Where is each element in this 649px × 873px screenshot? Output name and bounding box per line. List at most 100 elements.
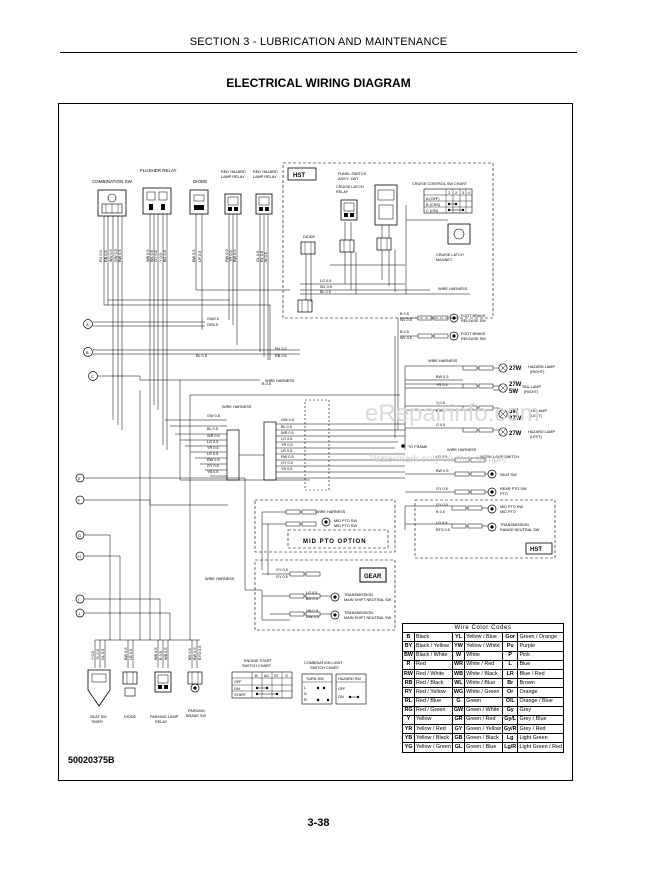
connector-label-b: B (86, 351, 89, 355)
diode-top: DIODE (189, 179, 209, 215)
cruise-row: C (ON) (426, 209, 439, 213)
color-code: Gy/R (501, 724, 519, 735)
color-name: White / Red (464, 659, 503, 670)
color-code: Y (402, 714, 415, 726)
label-wire-harness-left: WIRE HARNESS (222, 405, 252, 409)
gear-tag: GEAR (364, 574, 382, 580)
wire-label: WL 0.5 (150, 250, 154, 262)
label-combo-light-b: SWITCH CHART (310, 666, 340, 670)
wire-label: B 0.5 (400, 330, 409, 334)
color-code: R (402, 659, 415, 670)
color-code: W (451, 650, 466, 661)
label-diode-bottom: DIODE (124, 715, 136, 719)
label-wire-harness-center: WIRE HARNESS (265, 379, 295, 383)
color-name: Blue (517, 659, 565, 670)
wire-label: YR 0.5 (436, 383, 448, 387)
label-parking-brake-sw: PARKING (188, 709, 205, 713)
label-red-hazard-2b: LAMP RELAY (253, 175, 277, 179)
color-name: Light Green / Red (517, 742, 565, 753)
label-red-hazard-1b: LAMP RELAY (221, 175, 245, 179)
cruise-control-chart: 1 2 3 4 A (OFF) B (CRS) C (ON) (423, 188, 473, 214)
label-funel-switch-b: ASS'Y. 4WT (338, 177, 359, 181)
wattage: 27W (509, 382, 522, 388)
wire-label: G 0.5 (436, 423, 445, 427)
label-transmission-range-b: RANGE NEUTRAL SW (500, 528, 540, 532)
label-seat-sw-timer: SEAT SW (90, 715, 107, 719)
label-parking-lamp-relay: PARKING LAMP (150, 715, 179, 719)
color-name: Green / White (464, 705, 503, 716)
label-wire-harness-right: WIRE HARNESS (447, 448, 477, 452)
wire-label: GY 0.5 (276, 568, 288, 572)
wire-label: RL 0.5 (260, 251, 264, 262)
combination-switch: COMBINATION SW (92, 179, 133, 217)
section-header: SECTION 3 - LUBRICATION AND MAINTENANCE (189, 36, 448, 48)
watermark-notice: Watermark only on this sample (370, 454, 507, 465)
label-cruise-chart: CRUISE CONTROL SW CHART (412, 182, 468, 186)
wattage: 27W (509, 366, 522, 372)
color-name: White / Black (464, 668, 503, 680)
label-work-lamp-switch: WORK LAMP SWITCH (480, 455, 519, 459)
wire-label: GL 0.5 (256, 251, 260, 262)
wire-label: GL 0.5 (101, 649, 105, 660)
label-transmission-main-1b: MAIN SHIFT NEUTRAL SW (344, 598, 392, 602)
color-name: Green / Black (464, 733, 503, 744)
hst-top-tag: HST (293, 173, 305, 179)
color-code: GL (451, 742, 466, 753)
page-title: ELECTRICAL WIRING DIAGRAM (226, 76, 411, 90)
color-name: Green / Orange (517, 632, 565, 643)
wire-label: B 0.5 (159, 651, 163, 660)
connector-label-f: F (78, 499, 81, 503)
color-code: Or (501, 687, 519, 698)
label-tail-lamp-left-b: (LEFT) (530, 414, 543, 418)
color-name: Black / White (413, 650, 453, 661)
label-mid-pto-sw-3: MID PTO SW (334, 524, 357, 528)
connector-marker-a (83, 319, 93, 329)
wire-label: WL 0.5 (400, 336, 412, 340)
wire-label: LR 0.5 (198, 251, 202, 262)
label-hazard-lamp-right-b: (RIGHT) (530, 370, 545, 374)
left-connector-markers: A B C GW0.5 GR0.5 BL 0.5 PU 0.5 RB 0.5 B… (83, 317, 300, 386)
wire-label: BW 0.5 (118, 250, 122, 262)
color-name: White / Blue (464, 678, 503, 689)
color-code: WR (451, 659, 466, 670)
cruise-row: B (CRS) (426, 203, 441, 207)
color-code: YG (402, 742, 415, 753)
color-name: Red / White (413, 668, 453, 680)
color-code: Lg/R (501, 742, 519, 753)
label-cruise-latch-magnet: CRUISE LATCH (436, 253, 464, 257)
cruise-col: 3 (462, 191, 464, 195)
red-hazard-lamp-relay-1: RED HAZARD LAMP RELAY (221, 170, 246, 215)
engine-col: ST (274, 674, 280, 678)
diagram-frame (58, 103, 573, 781)
color-code: LR (501, 668, 519, 680)
foot-brake-switches: FOOT BRAKE RELEASE SW FOOT BRAKE RELEASE… (394, 312, 486, 438)
right-switches: WORK LAMP SWITCH SEAT SW REAR PTO SW PTO… (405, 455, 527, 497)
engine-row: START (234, 693, 247, 697)
color-name: Black / Yellow (413, 641, 453, 652)
wire-label: BL 0.5 (281, 425, 292, 429)
label-engine-start: ENGINE START (244, 659, 272, 663)
color-name: Red (413, 659, 453, 670)
red-hazard-lamp-relay-2: RED HAZARD LAMP RELAY (253, 170, 278, 215)
left-lower-connectors: E F G H I J (75, 390, 245, 640)
color-code: GY (451, 724, 466, 735)
wattage: 27W (509, 431, 522, 437)
wire-label: BG 0.5 (306, 597, 318, 601)
wire-label: GW 0.5 (306, 615, 319, 619)
wire-label: RW 0.5 (225, 249, 229, 262)
label-mid-pto-sw-1: MID PTO SW (500, 505, 523, 509)
wattage: 5W (509, 389, 518, 395)
color-code: Lg (501, 733, 519, 744)
wire-label: WU 0.5 (109, 249, 113, 262)
mid-pto-option-tag: MID PTO OPTION (303, 539, 367, 545)
label-mid-pto-sw-2: MID PTO SW (334, 519, 357, 523)
label-red-hazard-1: RED HAZARD (221, 170, 246, 174)
wire-label: B 0.5 (400, 312, 409, 316)
wire-label: BR 0.5 (188, 648, 192, 660)
color-code: YB (402, 733, 415, 744)
